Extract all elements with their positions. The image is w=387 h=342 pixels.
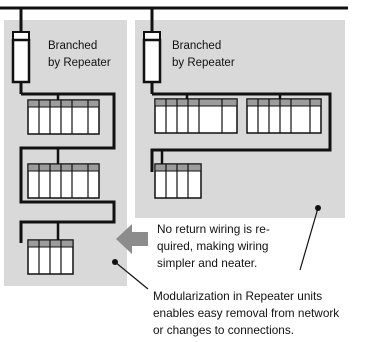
repeater-right <box>142 31 162 94</box>
callout-leader-right <box>299 207 319 271</box>
repeater-right-label: Branched by Repeater <box>172 40 235 69</box>
right-network-cable <box>150 92 332 172</box>
repeater-left-label: Branched by Repeater <box>48 40 111 69</box>
no-return-wiring-note: No return wiring is re- quired, making w… <box>157 222 273 270</box>
modularization-note: Modularization in Repeater units enables… <box>153 289 343 337</box>
plc-module-left-3 <box>27 239 74 275</box>
backbone-cable <box>0 6 348 32</box>
repeater-left <box>11 31 31 94</box>
plc-module-right-1 <box>154 98 238 134</box>
left-network-cable <box>19 92 116 243</box>
plc-module-left-1 <box>27 99 100 135</box>
plc-module-left-2 <box>27 163 100 199</box>
plc-module-right-3 <box>154 163 202 199</box>
plc-module-right-2 <box>246 98 322 134</box>
callout-leader-left <box>114 261 149 290</box>
gray-arrow-icon <box>116 224 148 254</box>
